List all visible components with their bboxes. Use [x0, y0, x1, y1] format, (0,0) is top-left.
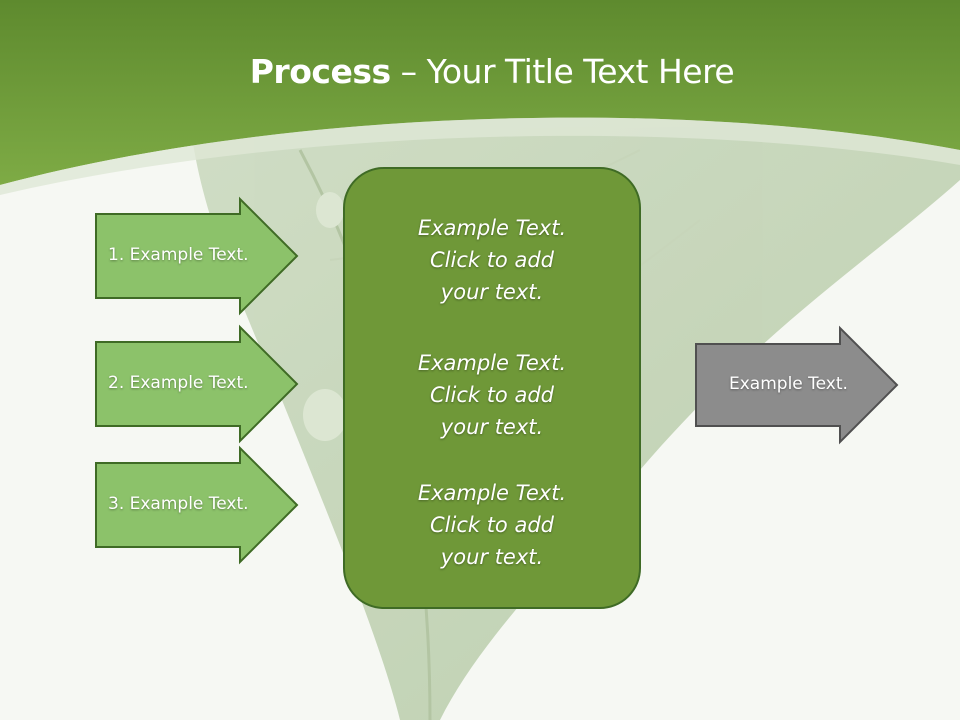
center-paragraph-line: your text.	[440, 415, 544, 439]
input-arrow-2	[95, 324, 299, 444]
title-rest: – Your Title Text Here	[390, 52, 735, 91]
center-paragraph-line: Example Text.	[417, 216, 567, 240]
output-arrow-label[interactable]: Example Text.	[729, 374, 848, 394]
title-bold: Process	[249, 52, 391, 91]
center-paragraph-2: Example Text. Click to add your text.	[344, 347, 640, 443]
input-arrow-1	[95, 196, 299, 316]
center-text-area[interactable]: Example Text. Click to add your text. Ex…	[344, 168, 640, 608]
input-arrow-3	[95, 445, 299, 565]
center-paragraph-line: Click to add	[429, 513, 554, 537]
center-paragraph-line: Click to add	[429, 383, 554, 407]
center-paragraph-line: Example Text.	[417, 351, 567, 375]
center-paragraph-line: Click to add	[429, 248, 554, 272]
input-arrow-3-label[interactable]: 3. Example Text.	[108, 494, 249, 514]
center-paragraph-3: Example Text. Click to add your text.	[344, 477, 640, 573]
input-arrow-1-label[interactable]: 1. Example Text.	[108, 245, 249, 265]
slide-title[interactable]: Process – Your Title Text Here	[0, 52, 960, 91]
center-paragraph-line: your text.	[440, 545, 544, 569]
output-arrow	[695, 325, 899, 445]
center-paragraph-line: Example Text.	[417, 481, 567, 505]
center-paragraph-line: your text.	[440, 280, 544, 304]
input-arrow-2-label[interactable]: 2. Example Text.	[108, 373, 249, 393]
center-process-box	[343, 167, 641, 609]
center-paragraph-1: Example Text. Click to add your text.	[344, 212, 640, 308]
